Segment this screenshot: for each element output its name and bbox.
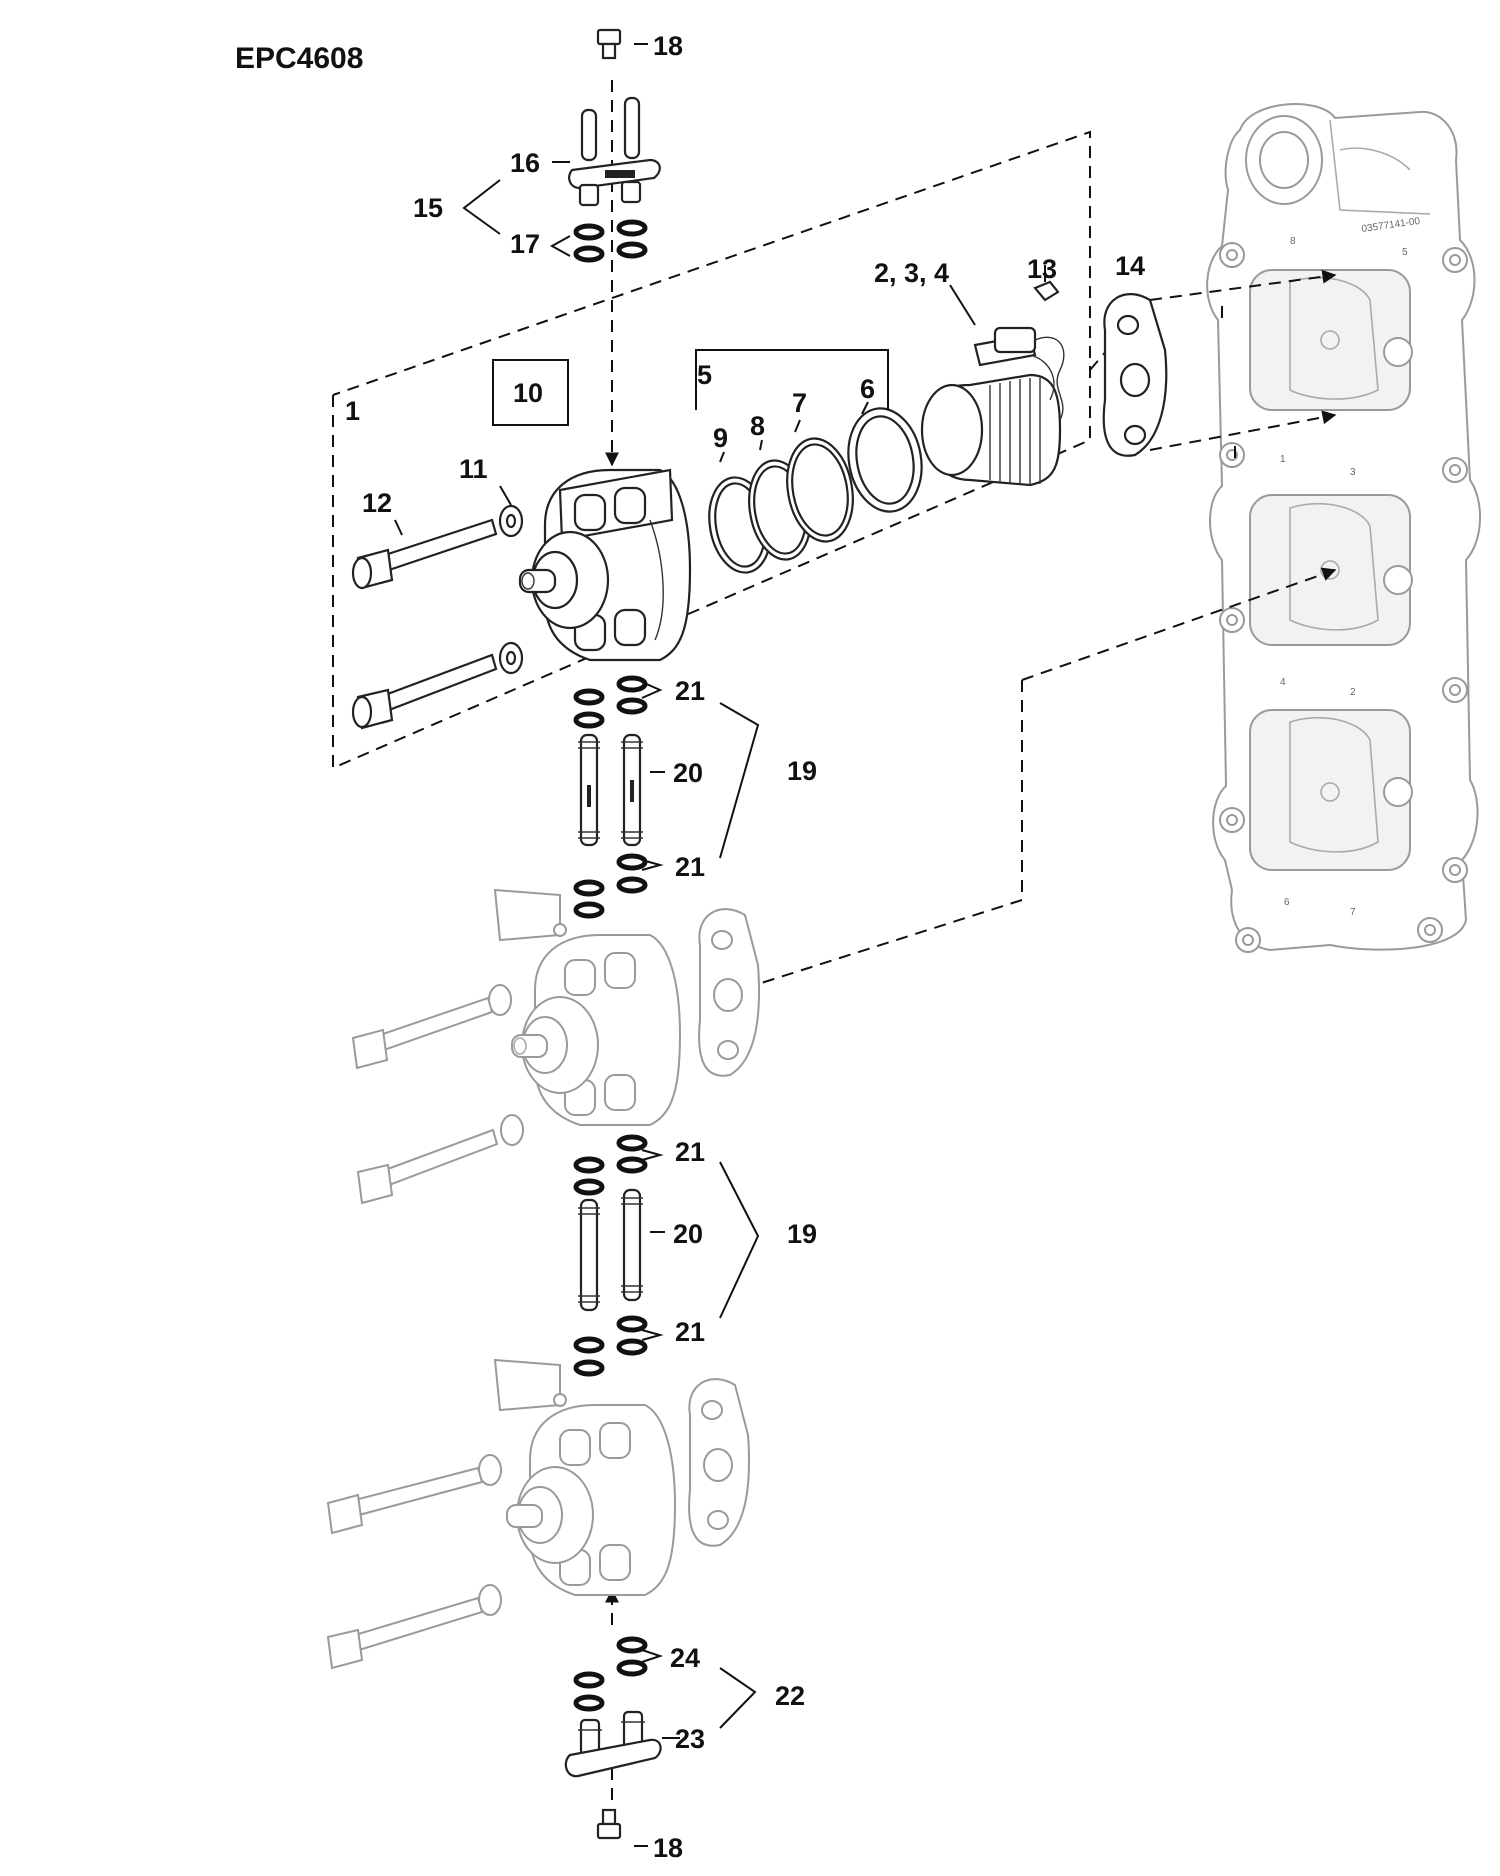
callout-6: 6	[860, 374, 875, 404]
callout-21-d: 21	[675, 1317, 705, 1347]
bolts-middle	[351, 984, 524, 1205]
bolts-12	[351, 518, 498, 730]
bolts-bottom	[326, 1454, 502, 1670]
casting-digit-3: 3	[1350, 467, 1356, 478]
tubes-20-upper	[578, 733, 643, 847]
pump-body-top	[518, 468, 692, 662]
callout-18-bottom: 18	[653, 1833, 683, 1863]
o-rings-21-upper-top	[573, 675, 648, 729]
o-rings-21-lower-top	[573, 1134, 648, 1196]
casting-digit-4: 4	[1280, 677, 1286, 688]
seal-kit-5	[708, 437, 854, 574]
o-rings-21-upper-bottom	[573, 853, 648, 919]
callout-19-upper: 19	[787, 756, 817, 786]
callout-14: 14	[1115, 251, 1145, 281]
callout-19-lower: 19	[787, 1219, 817, 1249]
callout-22: 22	[775, 1681, 805, 1711]
gasket-14	[1102, 293, 1168, 457]
casting-digit-5: 5	[1402, 247, 1408, 258]
callout-15: 15	[413, 193, 443, 223]
callout-1: 1	[345, 396, 360, 426]
ring-6	[847, 407, 923, 513]
callout-23: 23	[675, 1724, 705, 1754]
top-bolt-18	[596, 28, 622, 60]
o-rings-24	[573, 1636, 648, 1712]
assembly-outline	[332, 130, 1091, 770]
kit-box-10	[492, 359, 569, 426]
casting-digit-8: 8	[1290, 236, 1296, 247]
callout-9: 9	[713, 423, 728, 453]
diagram-id-label: EPC4608	[235, 42, 363, 75]
callout-20-lower: 20	[673, 1219, 703, 1249]
callout-24: 24	[670, 1643, 700, 1673]
callout-7: 7	[792, 388, 807, 418]
callout-5: 5	[697, 360, 712, 390]
gasket-bottom	[688, 1378, 751, 1547]
cylinder-pad-bottom	[1249, 709, 1413, 871]
engine-block: 03577141-00 8 5 1 3 4 2 6 7	[1206, 103, 1481, 953]
leader-lines	[394, 43, 1046, 1847]
gasket-middle	[698, 908, 761, 1077]
casting-digit-6: 6	[1284, 897, 1290, 908]
callout-17: 17	[510, 229, 540, 259]
block-bolt-bosses	[1219, 242, 1468, 953]
sensor-assembly-234	[920, 326, 1065, 487]
callout-12: 12	[362, 488, 392, 518]
callout-10: 10	[513, 378, 543, 408]
callout-21-c: 21	[675, 1137, 705, 1167]
callouts: 18 16 15 17 2, 3, 4 13 14 5 10 1 6 7 8 9…	[345, 31, 1145, 1863]
callout-8: 8	[750, 411, 765, 441]
callout-21-a: 21	[675, 676, 705, 706]
callout-18-top: 18	[653, 31, 683, 61]
callout-21-b: 21	[675, 852, 705, 882]
casting-digit-1: 1	[1280, 454, 1286, 465]
bottom-fitting-23	[564, 1710, 662, 1778]
clip-13	[1033, 280, 1060, 302]
callout-13: 13	[1027, 254, 1057, 284]
casting-digit-2: 2	[1350, 687, 1356, 698]
o-rings-17	[573, 219, 648, 263]
washers-11	[498, 504, 524, 675]
callout-20-upper: 20	[673, 758, 703, 788]
pump-body-middle	[493, 888, 682, 1126]
bottom-bolt-18	[596, 1808, 622, 1840]
o-rings-21-lower-bottom	[573, 1315, 648, 1377]
casting-digit-7: 7	[1350, 907, 1356, 918]
callout-2-3-4: 2, 3, 4	[874, 258, 949, 288]
cylinder-pad-middle	[1249, 494, 1413, 646]
callout-11: 11	[459, 454, 488, 484]
top-fitting-16	[568, 96, 661, 207]
cylinder-pad-top	[1249, 269, 1413, 411]
pump-body-bottom	[493, 1358, 677, 1596]
callout-16: 16	[510, 148, 540, 178]
tubes-20-lower	[578, 1188, 643, 1312]
